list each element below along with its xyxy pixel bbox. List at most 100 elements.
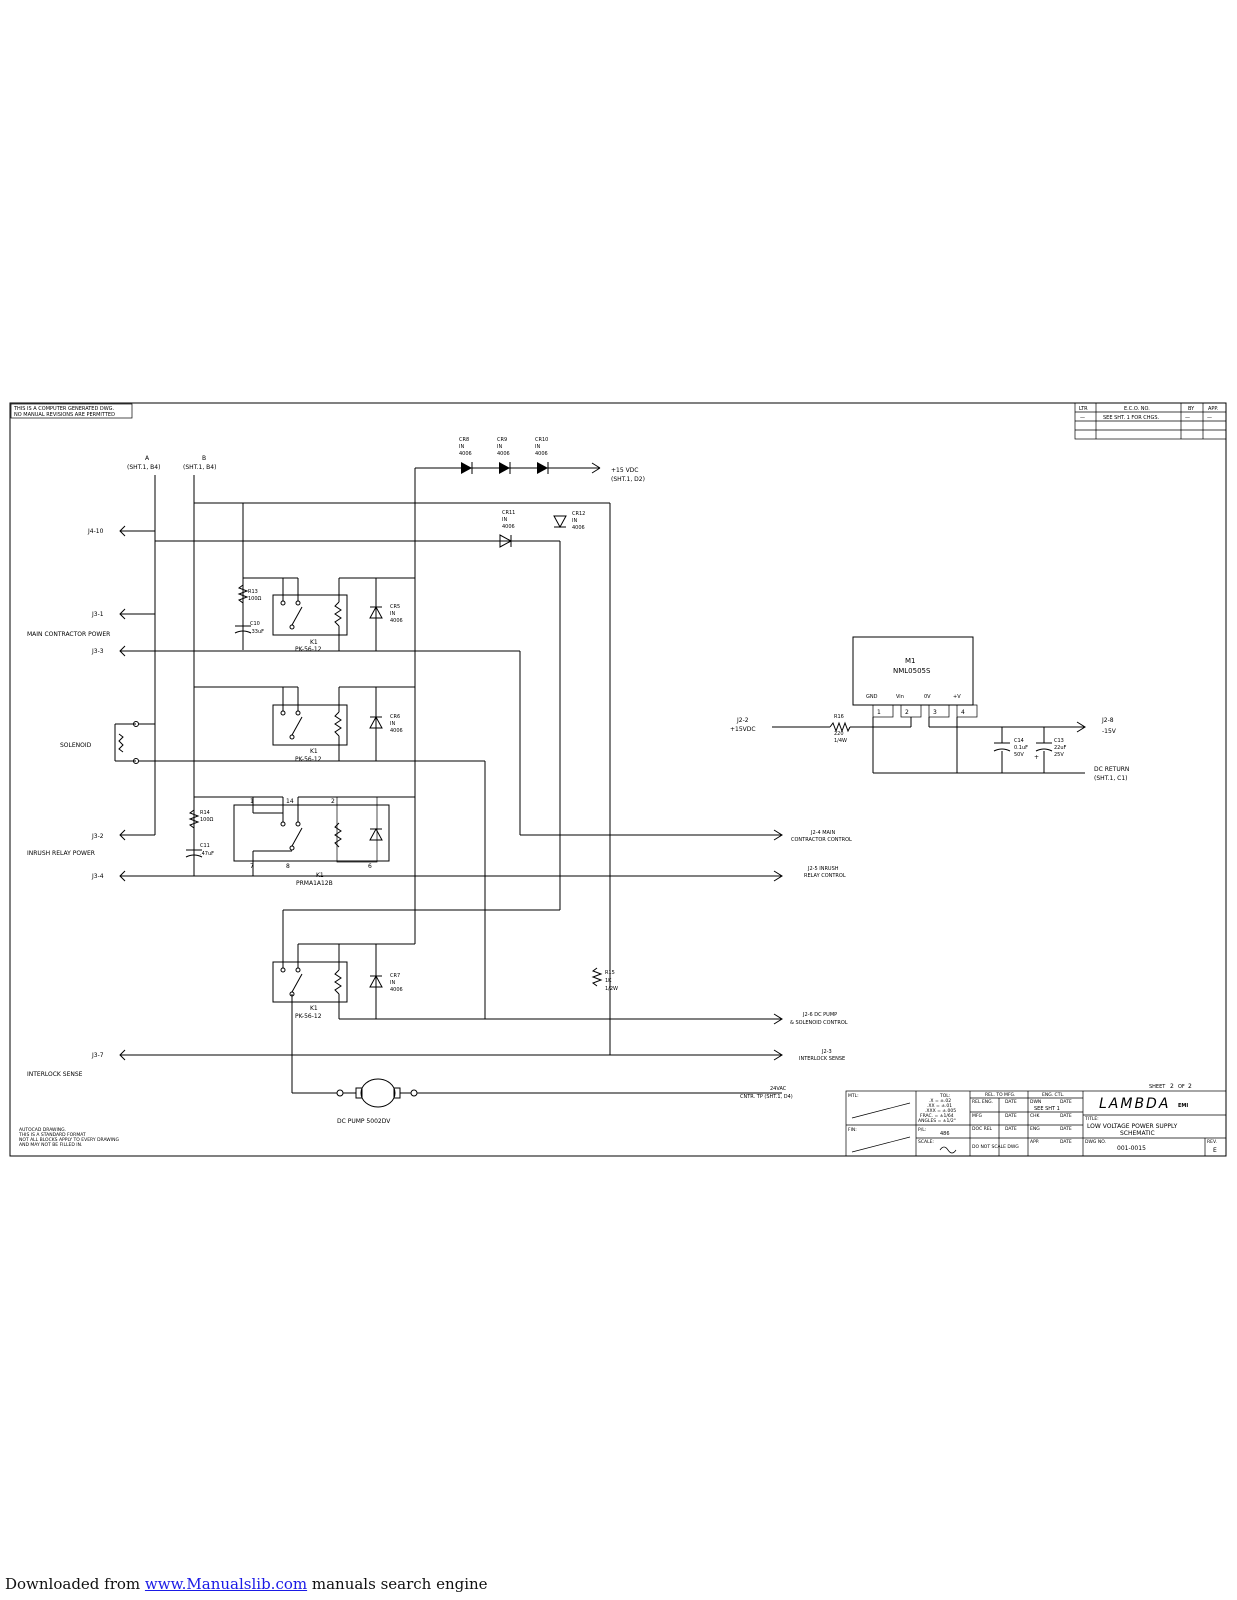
svg-text:INRUSH RELAY POWER: INRUSH RELAY POWER (27, 850, 95, 857)
svg-text:4006: 4006 (390, 618, 403, 624)
svg-text:4006: 4006 (390, 987, 403, 993)
svg-text:M1: M1 (905, 657, 916, 665)
manualslib-link[interactable]: www.Manualslib.com (144, 1575, 308, 1593)
svg-text:4006: 4006 (572, 525, 585, 531)
svg-text:REL. TO MFG.: REL. TO MFG. (985, 1092, 1015, 1098)
connector-j3-2: J3-2 INRUSH RELAY POWER (27, 829, 155, 857)
svg-text:+15 VDC: +15 VDC (611, 467, 638, 474)
svg-text:CR11: CR11 (502, 510, 515, 516)
svg-text:AND MAY NOT BE FILLED IN.: AND MAY NOT BE FILLED IN. (19, 1142, 82, 1148)
svg-text:LTR: LTR (1079, 406, 1088, 412)
svg-text:1K: 1K (605, 978, 612, 984)
connector-j3-3: J3-3 (91, 645, 521, 835)
svg-text:DC PUMP 5002DV: DC PUMP 5002DV (337, 1118, 391, 1125)
svg-text:PK-56-12: PK-56-12 (295, 1013, 322, 1020)
svg-text:THIS IS A STANDARD FORMAT: THIS IS A STANDARD FORMAT (18, 1132, 86, 1138)
connector-j3-7: J3-7 INTERLOCK SENSE J2-3 INTERLOCK SENS… (27, 1049, 845, 1078)
diode-cr8: CR8 IN 4006 (459, 437, 473, 474)
svg-text:IN: IN (459, 444, 464, 450)
svg-text:E: E (1213, 1147, 1217, 1154)
svg-text:PK-56-12: PK-56-12 (295, 646, 322, 653)
svg-text:FIN:: FIN: (848, 1127, 857, 1133)
svg-text:(SHT.1, B4): (SHT.1, B4) (127, 464, 160, 471)
svg-text:SCALE:: SCALE: (918, 1139, 934, 1145)
bus-b-label: B (SHT.1, B4) (183, 455, 216, 471)
svg-text:A: A (145, 455, 150, 462)
diode-cr7: CR7 IN 4006 (369, 944, 403, 1019)
svg-text:0.1uF: 0.1uF (1014, 745, 1028, 751)
svg-text:TOL:: TOL: (939, 1093, 950, 1099)
module-m1: M1 NML0505S GND Vin 0V +V 1 2 3 4 (852, 636, 978, 718)
m1-wiring (772, 717, 1086, 774)
svg-text:—: — (1080, 415, 1085, 421)
svg-text:J4-10: J4-10 (87, 528, 104, 535)
svg-text:B: B (202, 455, 206, 462)
svg-text:DOC REL: DOC REL (972, 1126, 993, 1132)
top-rails (155, 467, 611, 1055)
svg-text:J3-4: J3-4 (91, 873, 104, 880)
svg-text:4006: 4006 (497, 451, 510, 457)
svg-text:EMI: EMI (1178, 1103, 1188, 1109)
svg-text:.XX = ±.01: .XX = ±.01 (927, 1103, 952, 1109)
connector-j3-4: J3-4 (91, 870, 782, 882)
svg-text:C14: C14 (1014, 738, 1024, 744)
relay-k1-inrush: 1 14 2 7 8 6 K1 PRMA1A12B (233, 796, 415, 887)
connector-j2-8: J2-8 -15V (1101, 717, 1117, 735)
svg-text:NO MANUAL REVISIONS ARE PERMIT: NO MANUAL REVISIONS ARE PERMITTED (14, 412, 115, 418)
relay-k1-main: K1 PK-56-12 (272, 577, 415, 653)
diode-cr12: CR12 IN 4006 (553, 511, 585, 531)
svg-text:DO NOT SCALE DWG: DO NOT SCALE DWG (972, 1144, 1019, 1150)
svg-text:CHK: CHK (1030, 1113, 1041, 1119)
svg-text:4006: 4006 (535, 451, 548, 457)
svg-text:IN: IN (497, 444, 502, 450)
svg-text:R14: R14 (200, 810, 210, 816)
svg-text:.X = ±.02: .X = ±.02 (929, 1098, 951, 1104)
svg-text:C10: C10 (250, 621, 260, 627)
dc-pump: DC PUMP 5002DV 24VAC CNTR. TP (SHT.1, D4… (291, 994, 793, 1125)
svg-text:OF: OF (1178, 1084, 1185, 1090)
svg-text:2: 2 (331, 798, 335, 805)
svg-text:APP.: APP. (1030, 1139, 1039, 1145)
svg-text:J3-3: J3-3 (91, 648, 104, 655)
dc-return-label: DC RETURN (SHT.1, C1) (1094, 766, 1129, 782)
svg-text:2: 2 (905, 709, 909, 716)
svg-text:K1: K1 (310, 639, 318, 646)
svg-text:TITLE:: TITLE: (1084, 1116, 1099, 1122)
svg-text:+: + (1034, 754, 1039, 761)
svg-text:IN: IN (535, 444, 540, 450)
svg-text:SEE SHT. 1 FOR CHGS.: SEE SHT. 1 FOR CHGS. (1103, 415, 1160, 421)
svg-text:.47uF: .47uF (200, 851, 214, 857)
svg-text:DATE: DATE (1005, 1113, 1017, 1119)
svg-text:Vin: Vin (896, 694, 904, 700)
svg-text:PK-56-12: PK-56-12 (295, 756, 322, 763)
svg-text:J2-4 MAIN: J2-4 MAIN (810, 830, 835, 836)
svg-text:—: — (1185, 415, 1190, 421)
svg-text:486: 486 (940, 1131, 950, 1137)
resistor-r13: R13 100Ω (237, 577, 283, 604)
resistor-r14: R14 100Ω (188, 809, 214, 829)
svg-text:CR12: CR12 (572, 511, 585, 517)
svg-text:24VAC: 24VAC (770, 1086, 787, 1092)
svg-text:CR7: CR7 (390, 973, 400, 979)
svg-text:FRAC. = ±1/64: FRAC. = ±1/64 (920, 1113, 954, 1119)
svg-text:REL ENG.: REL ENG. (972, 1099, 993, 1105)
svg-text:ENG: ENG (1030, 1126, 1040, 1132)
svg-text:J2-5 INRUSH: J2-5 INRUSH (807, 866, 839, 872)
svg-text:REV.: REV. (1207, 1139, 1217, 1145)
svg-text:(SHT.1, D2): (SHT.1, D2) (611, 476, 645, 483)
svg-text:J3-2: J3-2 (91, 833, 104, 840)
svg-text:1/2W: 1/2W (605, 986, 618, 992)
svg-text:8: 8 (286, 863, 290, 870)
svg-text:(SHT.1, C1): (SHT.1, C1) (1094, 775, 1128, 782)
svg-text:DATE: DATE (1005, 1126, 1017, 1132)
svg-text:R13: R13 (248, 589, 258, 595)
computer-generated-note: THIS IS A COMPUTER GENERATED DWG. NO MAN… (10, 403, 133, 419)
svg-text:4006: 4006 (390, 728, 403, 734)
footer-suffix: manuals search engine (307, 1575, 488, 1593)
connector-j3-1: J3-1 MAIN CONTRACTOR POWER (27, 608, 155, 638)
svg-text:DATE: DATE (1060, 1126, 1072, 1132)
output-j2-5: J2-5 INRUSH RELAY CONTROL (773, 866, 846, 882)
svg-text:RELAY CONTROL: RELAY CONTROL (804, 873, 846, 879)
svg-text:4006: 4006 (459, 451, 472, 457)
